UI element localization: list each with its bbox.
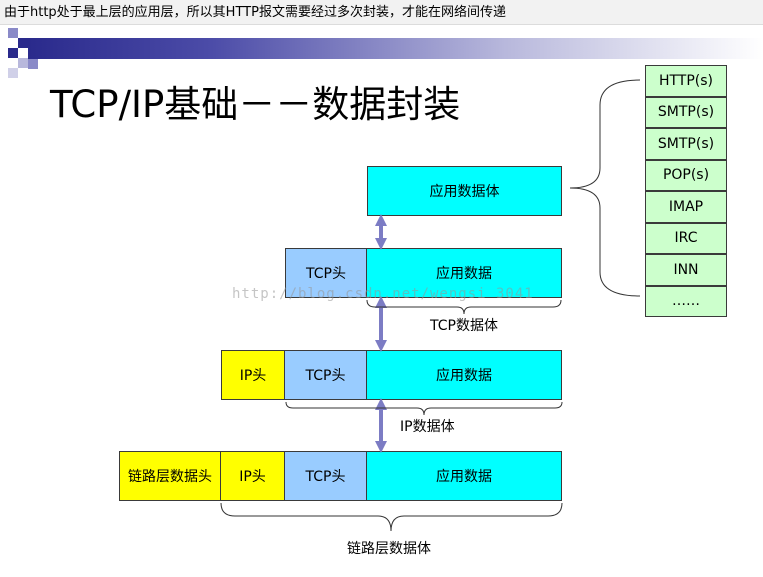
deco-square (8, 68, 18, 78)
caption-text: 由于http处于最上层的应用层，所以其HTTP报文需要经过多次封装，才能在网络间… (0, 0, 763, 25)
protocol-item: IMAP (645, 191, 727, 223)
protocol-item: …… (645, 285, 727, 317)
ip-body-brace (285, 401, 563, 416)
protocol-item: HTTP(s) (645, 65, 727, 97)
deco-square (18, 58, 28, 68)
tcp-body-label: TCP数据体 (430, 318, 498, 334)
app-data-box: 应用数据 (366, 350, 562, 400)
link-header-box: 链路层数据头 (119, 451, 221, 501)
tcp-header-box: TCP头 (285, 248, 367, 298)
protocol-item: SMTP(s) (645, 96, 727, 128)
protocol-item: POP(s) (645, 159, 727, 191)
link-body-brace (220, 502, 563, 532)
protocol-item: IRC (645, 222, 727, 254)
deco-square (28, 59, 38, 69)
protocol-item: INN (645, 254, 727, 286)
protocol-brace (569, 79, 641, 297)
deco-square (8, 28, 18, 38)
slide-header-bar (28, 38, 763, 59)
slide-title: TCP/IP基础－－数据封装 (50, 83, 461, 126)
watermark-text: http://blog.csdn.net/wengsi 3041 (232, 286, 534, 302)
tcp-header-box: TCP头 (284, 350, 367, 400)
link-body-label: 链路层数据体 (347, 541, 431, 557)
app-data-box: 应用数据 (366, 248, 562, 298)
app-data-box: 应用数据 (366, 451, 562, 501)
tcp-body-brace (366, 299, 562, 315)
deco-square (18, 38, 28, 48)
ip-header-box: IP头 (220, 451, 285, 501)
ip-header-box: IP头 (221, 350, 285, 400)
deco-square (8, 48, 18, 58)
tcp-header-box: TCP头 (284, 451, 367, 501)
app-body-box: 应用数据体 (367, 166, 562, 216)
protocol-item: SMTP(s) (645, 128, 727, 160)
ip-body-label: IP数据体 (400, 419, 455, 435)
